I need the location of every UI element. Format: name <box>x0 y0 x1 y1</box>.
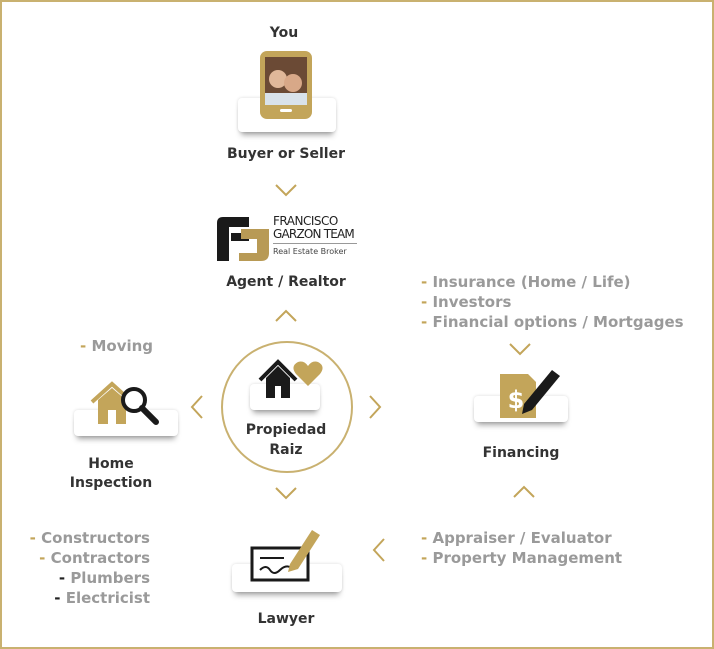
inspection-notes: - Moving <box>80 337 154 355</box>
note-financial-options: Financial options / Mortgages <box>432 313 684 331</box>
chevron-left-icon <box>190 395 203 419</box>
house-heart-icon <box>258 359 323 398</box>
logo-text-3: Real Estate Broker <box>273 247 347 256</box>
financing-label: Financing <box>482 445 560 461</box>
chevron-left-icon <box>372 538 385 562</box>
note-insurance: Insurance (Home / Life) <box>432 273 631 291</box>
lawyer-notes: - Constructors - Contractors - Plumbers … <box>29 529 150 607</box>
center-line2: Raiz <box>269 442 303 458</box>
logo-text-2: GARZON TEAM <box>273 227 355 241</box>
fg-logo-mark <box>217 217 269 261</box>
chevron-down-icon <box>275 487 297 500</box>
phone-photo-icon <box>260 51 312 119</box>
appraiser-notes: - Appraiser / Evaluator - Property Manag… <box>421 529 623 567</box>
logo-text-1: FRANCISCO <box>273 214 338 228</box>
note-electricist: Electricist <box>65 589 150 607</box>
note-moving: Moving <box>91 337 154 355</box>
chevron-down-icon <box>275 184 297 197</box>
dollar-document-pen-icon: $ <box>500 370 560 418</box>
house-magnifier-icon <box>90 381 159 425</box>
check-signing-icon <box>250 530 320 582</box>
inspection-line1: Home <box>88 456 134 472</box>
chevron-down-icon <box>509 343 531 356</box>
you-label: Buyer or Seller <box>226 146 346 162</box>
inspection-line2: Inspection <box>69 475 153 491</box>
center-line1: Propiedad <box>245 422 327 438</box>
lawyer-label: Lawyer <box>257 611 315 627</box>
note-investors: Investors <box>432 293 512 311</box>
agent-label: Agent / Realtor <box>226 274 346 290</box>
you-title: You <box>269 25 299 41</box>
svg-text:$: $ <box>508 386 525 414</box>
note-property-management: Property Management <box>432 549 623 567</box>
chevron-up-icon <box>275 309 297 322</box>
note-appraiser: Appraiser / Evaluator <box>432 529 612 547</box>
chevron-up-icon <box>513 485 535 498</box>
note-contractors: Contractors <box>50 549 150 567</box>
financing-notes: - Insurance (Home / Life) - Investors - … <box>421 273 684 331</box>
note-constructors: Constructors <box>41 529 150 547</box>
note-plumbers: Plumbers <box>70 569 150 587</box>
agent-logo: FRANCISCO GARZON TEAM Real Estate Broker <box>217 215 359 265</box>
chevron-right-icon <box>369 395 382 419</box>
center-circle <box>221 341 353 473</box>
logo-divider <box>273 243 357 244</box>
